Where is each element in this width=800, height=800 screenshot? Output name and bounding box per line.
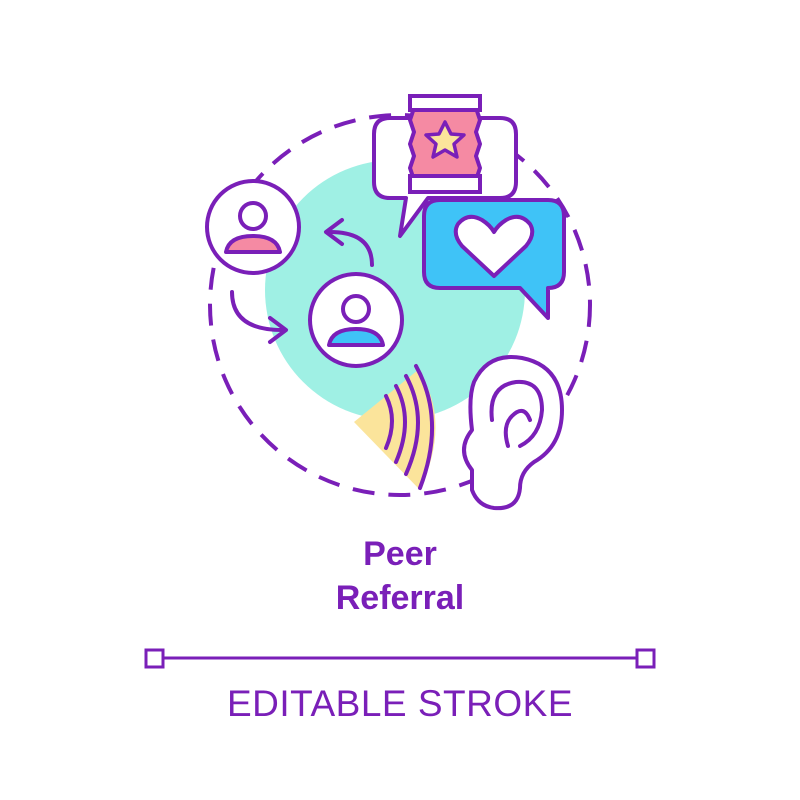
referral-arrow-icon (324, 218, 374, 267)
editable-stroke-line (144, 648, 656, 669)
stroke-handle-left (144, 648, 165, 669)
dashed-ring (208, 113, 592, 497)
title-line-1: Peer (363, 535, 437, 573)
heart-speech-bubble-icon (422, 198, 566, 320)
ear-icon (462, 355, 564, 511)
user-avatar-icon (205, 179, 301, 275)
sound-waves-icon (354, 364, 436, 490)
stroke-handle-right (635, 648, 656, 669)
referral-arrow-icon (230, 290, 288, 344)
user-avatar-icon (308, 272, 404, 368)
editable-stroke-caption: EDITABLE STROKE (226, 683, 574, 724)
peer-referral-concept-icon (205, 94, 592, 511)
product-package-star-icon (408, 94, 482, 194)
title-line-2: Referral (335, 579, 465, 617)
concept-title: Peer Referral (0, 532, 800, 620)
